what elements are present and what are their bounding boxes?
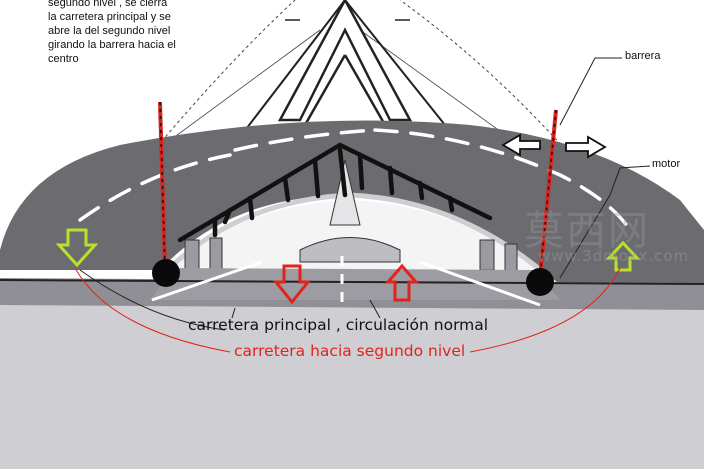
watermark-characters: 莫西网	[524, 208, 650, 254]
rotation-arrow-left-icon	[501, 133, 541, 157]
motor-right	[526, 268, 554, 296]
ground	[0, 300, 704, 469]
red-arrow-down-icon	[272, 264, 312, 305]
rotation-arrow-right-icon	[565, 135, 607, 159]
barrier-label: barrera	[625, 50, 661, 62]
arch-truss-sketch	[177, 142, 493, 243]
background-pylon	[229, 0, 466, 151]
barrier-left	[158, 101, 167, 271]
green-arrow-up-icon	[605, 240, 641, 272]
motor-left	[152, 259, 180, 287]
main-road-edge-line	[0, 279, 704, 285]
main-road-center-surface	[150, 268, 560, 300]
explanation-note: segundo nivel , se cierra la carretera p…	[48, 0, 176, 65]
motor-label: motor	[652, 158, 681, 170]
leader-lines	[74, 57, 651, 353]
main-road-caption: carretera principal , circulación normal	[188, 316, 489, 334]
watermark-url: www.3dmoxx.com	[538, 247, 690, 265]
green-arrow-down-icon	[55, 228, 99, 268]
barrier-right	[538, 109, 558, 279]
distant-structure	[184, 159, 518, 275]
red-arrow-up-icon	[384, 263, 420, 302]
ramp-lane-markings	[78, 128, 632, 232]
main-road-lane-markings	[151, 256, 541, 310]
second-level-caption: carretera hacia segundo nivel	[234, 342, 466, 360]
